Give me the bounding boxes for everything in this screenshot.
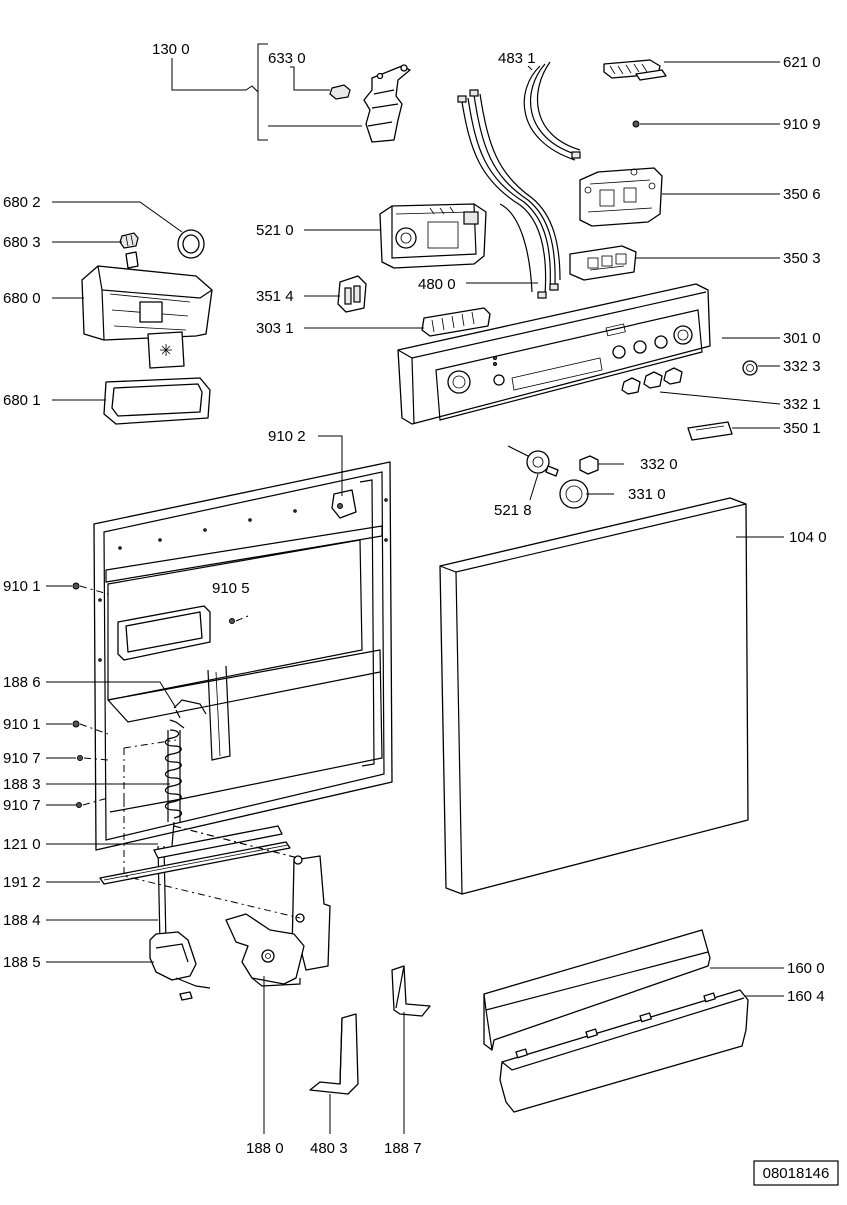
callout-350-3: 350 3 — [783, 250, 821, 267]
part-detergent-dispenser — [81, 251, 213, 369]
part-screw-9109 — [632, 120, 640, 128]
callout-680-1: 680 1 — [3, 392, 41, 409]
callout-332-0: 332 0 — [640, 456, 678, 473]
callout-910-9: 910 9 — [783, 116, 821, 133]
callout-350-1: 350 1 — [783, 420, 821, 437]
part-small-cover — [687, 421, 733, 441]
callout-191-2: 191 2 — [3, 874, 41, 891]
part-switch — [337, 275, 367, 313]
callout-188-4: 188 4 — [3, 912, 41, 929]
callout-680-3: 680 3 — [3, 234, 41, 251]
callout-121-0: 121 0 — [3, 836, 41, 853]
assembly-dashed-lines — [79, 585, 301, 919]
callout-188-6: 188 6 — [3, 674, 41, 691]
callout-910-7-upper: 910 7 — [3, 750, 41, 767]
part-spring-assembly — [149, 699, 211, 1001]
part-ring-knob — [559, 479, 589, 509]
callout-910-2: 910 2 — [268, 428, 306, 445]
callout-331-0: 331 0 — [628, 486, 666, 503]
part-small-module — [603, 59, 667, 81]
callout-332-1: 332 1 — [783, 396, 821, 413]
callout-160-0: 160 0 — [787, 960, 825, 977]
callout-910-5: 910 5 — [212, 580, 250, 597]
part-angled-bracket — [391, 965, 431, 1017]
part-wire-harness-loop — [523, 61, 581, 161]
part-outer-door-panel — [439, 497, 749, 895]
callout-910-7-lower: 910 7 — [3, 797, 41, 814]
callout-521-0: 521 0 — [256, 222, 294, 239]
callout-680-0: 680 0 — [3, 290, 41, 307]
callout-188-3: 188 3 — [3, 776, 41, 793]
part-l-bracket — [309, 1013, 359, 1095]
part-electronic-board — [379, 203, 487, 269]
part-bracket-frame — [579, 167, 663, 227]
callout-351-4: 351 4 — [256, 288, 294, 305]
part-sensor — [507, 445, 559, 477]
part-knob-3323 — [742, 360, 758, 376]
callout-301-0: 301 0 — [783, 330, 821, 347]
part-knob-3320 — [579, 455, 599, 475]
callout-188-5: 188 5 — [3, 954, 41, 971]
part-door-lock — [329, 64, 411, 143]
drawing-id: 08018146 — [763, 1165, 830, 1182]
callout-350-6: 350 6 — [783, 186, 821, 203]
part-kick-plate — [499, 989, 749, 1113]
callout-480-0: 480 0 — [418, 276, 456, 293]
callout-910-1-lower: 910 1 — [3, 716, 41, 733]
part-hinge-plate — [225, 855, 331, 987]
callout-188-7: 188 7 — [384, 1140, 422, 1157]
callout-188-0: 188 0 — [246, 1140, 284, 1157]
part-push-buttons — [621, 367, 683, 395]
part-clip — [119, 232, 139, 249]
callout-521-8: 521 8 — [494, 502, 532, 519]
callout-633-0: 633 0 — [268, 50, 306, 67]
part-seal-ring — [177, 229, 205, 259]
drawing-id-box: 08018146 — [753, 1160, 839, 1186]
part-led-strip — [421, 307, 491, 337]
part-door-screws — [72, 582, 235, 808]
part-rail-strips — [99, 825, 291, 885]
callout-483-1: 483 1 — [498, 50, 536, 67]
part-control-panel — [397, 283, 711, 425]
callout-labels: 130 0 633 0 483 1 621 0 910 9 680 2 521 … — [3, 41, 827, 1157]
part-wiring-bundle — [457, 89, 561, 299]
callout-680-2: 680 2 — [3, 194, 41, 211]
callout-160-4: 160 4 — [787, 988, 825, 1005]
callout-910-1-upper: 910 1 — [3, 578, 41, 595]
callout-303-1: 303 1 — [256, 320, 294, 337]
callout-480-3: 480 3 — [310, 1140, 348, 1157]
callout-130-0: 130 0 — [152, 41, 190, 58]
callout-621-0: 621 0 — [783, 54, 821, 71]
part-dispenser-gasket — [103, 377, 211, 425]
leader-lines — [46, 43, 784, 1134]
callout-104-0: 104 0 — [789, 529, 827, 546]
part-base-rail — [483, 929, 711, 1051]
part-button-holder — [569, 245, 637, 281]
part-inner-door — [93, 461, 393, 851]
callout-332-3: 332 3 — [783, 358, 821, 375]
